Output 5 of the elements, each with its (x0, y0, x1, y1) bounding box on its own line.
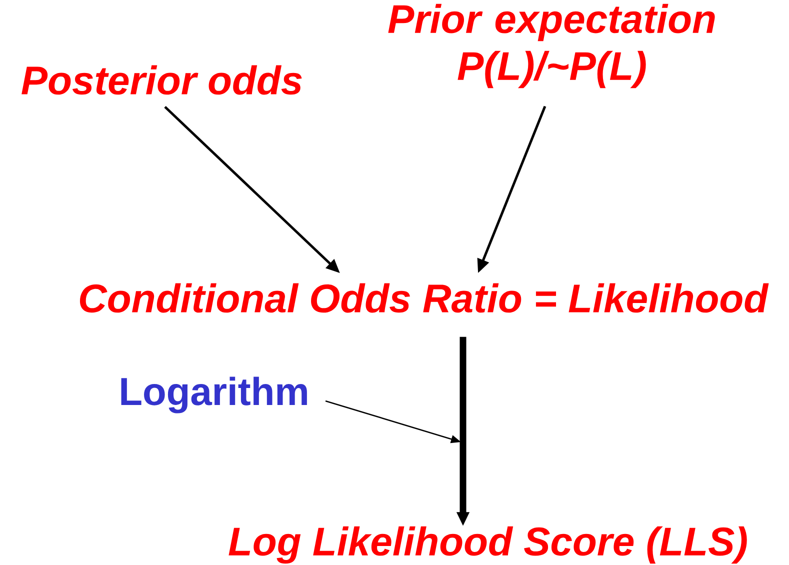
text-label: Log Likelihood Score (LLS) (228, 526, 747, 564)
text-label: Posterior odds (22, 65, 302, 95)
text-label: Conditional Odds Ratio = Likelihood (80, 283, 769, 313)
text-label: Prior expectation P(L)/~P(L) (388, 4, 715, 88)
text-label: Logarithm (121, 376, 307, 414)
